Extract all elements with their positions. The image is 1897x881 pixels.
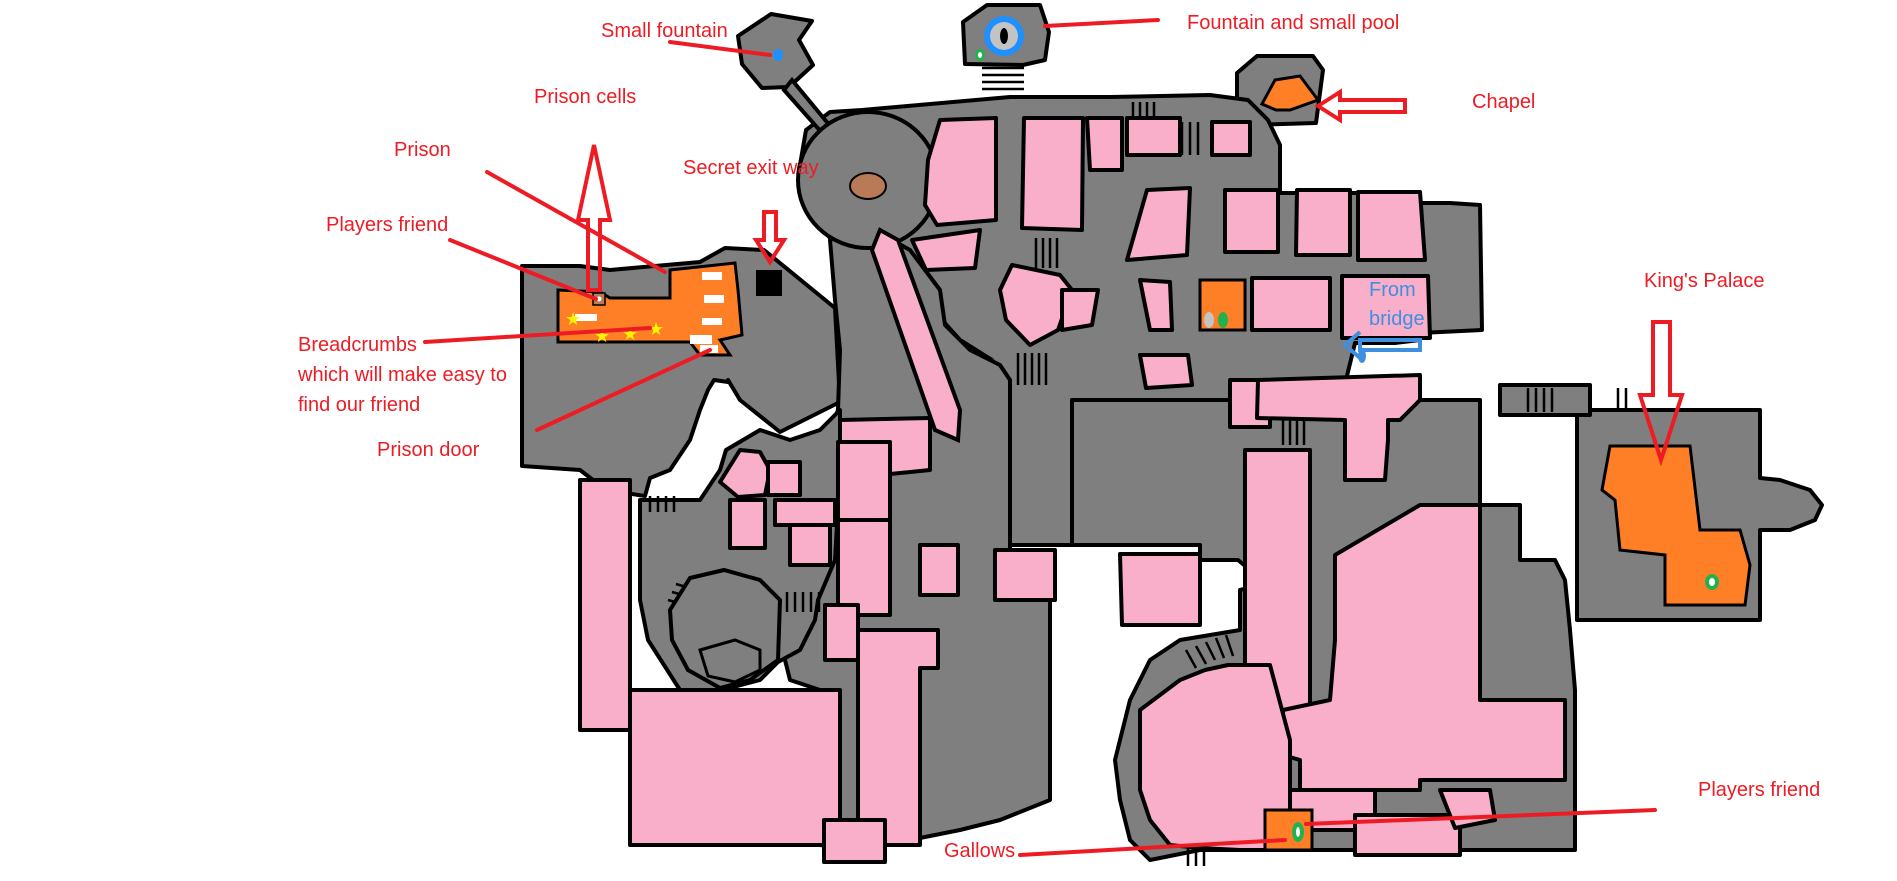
small-fountain-pointer (668, 40, 772, 57)
building (1340, 274, 1432, 340)
buildings (578, 116, 1567, 864)
label-prison-cells: Prison cells (534, 86, 636, 108)
small-fountain-icon (773, 49, 783, 61)
building (788, 523, 832, 567)
prison-cells-arrow (575, 144, 613, 292)
prison-cell (690, 335, 712, 344)
building (923, 116, 998, 227)
chapel-arrow (1314, 88, 1407, 124)
label-prison-door: Prison door (377, 439, 480, 461)
hollow-arrows (575, 88, 1685, 467)
chapel-building (1259, 74, 1321, 112)
building (1060, 288, 1100, 332)
players-friend-pointer (1304, 808, 1657, 826)
west-round-inner (698, 638, 762, 684)
label-from-bridge-1: From (1369, 279, 1416, 301)
building (578, 478, 632, 732)
stairs-south-curve (1184, 634, 1235, 866)
building (1138, 278, 1174, 332)
fountain-pointer (1043, 18, 1160, 28)
prison-cell (704, 295, 724, 303)
star-icon: ★ (565, 309, 581, 330)
kings-palace-arrow (1637, 320, 1685, 467)
building (1223, 188, 1280, 254)
building (1281, 503, 1567, 792)
breadcrumbs-pointer (423, 326, 652, 344)
building (628, 688, 842, 847)
building (1020, 116, 1085, 232)
building (1210, 120, 1252, 157)
gallows-building (1263, 808, 1314, 852)
secret-exit-arrow (752, 210, 788, 266)
stairs-center (1016, 238, 1306, 445)
prison-cell (575, 314, 597, 321)
label-breadcrumbs-3: find our friend (298, 394, 420, 416)
prison-cell (702, 272, 722, 280)
building (836, 440, 892, 522)
building (1294, 188, 1352, 257)
gallows-pointer (1018, 838, 1287, 857)
building (918, 543, 960, 597)
building (836, 518, 892, 617)
bridge-marker (1358, 349, 1366, 363)
label-players-friend-1: Players friend (326, 214, 448, 236)
building (1250, 276, 1332, 332)
prison-door-pointer (535, 348, 712, 432)
label-from-bridge-2: bridge (1369, 308, 1425, 330)
building (1255, 373, 1422, 482)
label-secret-exit: Secret exit way (683, 157, 819, 179)
building (1118, 552, 1202, 627)
building (1138, 353, 1194, 390)
building (1085, 116, 1124, 172)
building (766, 460, 802, 497)
labels: Small fountain Fountain and small pool C… (297, 12, 1820, 862)
label-small-fountain: Small fountain (601, 20, 728, 42)
label-breadcrumbs-2: which will make easy to (297, 364, 507, 386)
building (728, 498, 767, 550)
building (1353, 813, 1462, 857)
building (1125, 116, 1182, 157)
label-players-friend-2: Players friend (1698, 779, 1820, 801)
star-icon: ★ (648, 319, 664, 340)
building (998, 263, 1074, 347)
label-breadcrumbs-1: Breadcrumbs (298, 334, 417, 356)
secret-exit-hole (849, 172, 887, 200)
annotation-lines (423, 18, 1657, 857)
building (993, 548, 1057, 602)
building (773, 498, 837, 527)
building (1125, 186, 1192, 262)
label-prison: Prison (394, 139, 451, 161)
stairs-palace (1526, 388, 1628, 412)
room-marker-grey (1204, 312, 1214, 328)
kings-palace-building (1600, 444, 1752, 607)
label-kings-palace: King's Palace (1644, 270, 1765, 292)
building (910, 228, 982, 272)
stairs-north (982, 66, 1024, 91)
building (822, 818, 887, 864)
label-fountain-pool: Fountain and small pool (1187, 12, 1399, 34)
building (823, 603, 860, 662)
friend-pointer (448, 238, 598, 301)
room-marker-green (1218, 312, 1228, 328)
slanted-walkway (869, 227, 963, 443)
label-chapel: Chapel (1472, 91, 1535, 113)
building (1356, 190, 1427, 262)
secret-exit-marker (756, 270, 782, 296)
from-bridge-arrow (1341, 330, 1422, 360)
water-markers (773, 16, 1719, 842)
prison-cell (702, 318, 722, 325)
label-gallows: Gallows (944, 840, 1015, 862)
pool-marker-inner (978, 52, 982, 58)
